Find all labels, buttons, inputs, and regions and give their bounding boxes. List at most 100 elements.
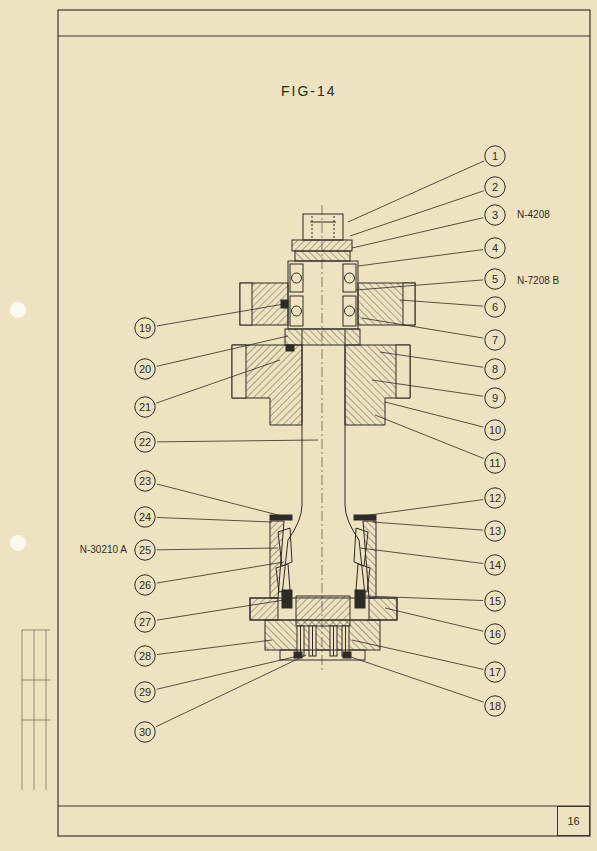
callout-number: 10: [489, 425, 501, 436]
leader-line: [157, 640, 272, 655]
callout-number: 25: [139, 545, 151, 556]
callout-number: 21: [139, 402, 151, 413]
callout-number: 7: [492, 335, 498, 346]
callout-circle: 18: [484, 695, 506, 717]
callout-number: 13: [489, 526, 501, 537]
callout-number: 16: [489, 629, 501, 640]
leader-line: [385, 608, 483, 631]
callout-number: 24: [139, 512, 151, 523]
callout-number: 28: [139, 651, 151, 662]
callout-circle: 29: [134, 681, 156, 703]
leader-line: [352, 218, 483, 248]
callout-circle: 25: [134, 539, 156, 561]
leader-line: [157, 517, 272, 522]
leader-line: [348, 161, 484, 222]
callout-circle: 2: [484, 176, 506, 198]
callout-number: 27: [139, 617, 151, 628]
callout-circle: 16: [484, 623, 506, 645]
callout-circle: 1: [484, 145, 506, 167]
leader-line: [157, 656, 298, 689]
callout-number: 1: [492, 151, 498, 162]
leader-line: [352, 640, 483, 669]
callout-number: 2: [492, 182, 498, 193]
leader-line: [157, 440, 318, 442]
leader-line: [157, 562, 284, 583]
callout-circle: 27: [134, 611, 156, 633]
callout-circle: 24: [134, 506, 156, 528]
callout-number: 6: [492, 302, 498, 313]
callout-circle: 13: [484, 520, 506, 542]
callout-number: 22: [139, 437, 151, 448]
callout-circle: 10: [484, 419, 506, 441]
callout-circle: 22: [134, 431, 156, 453]
leader-line: [157, 336, 288, 366]
callout-circle: 12: [484, 487, 506, 509]
callout-number: 20: [139, 364, 151, 375]
drawing-frame: [58, 10, 590, 836]
callout-circle: 3: [484, 204, 506, 226]
callout-number: 3: [492, 210, 498, 221]
callout-number: 18: [489, 701, 501, 712]
leader-line: [356, 280, 483, 290]
leader-line: [348, 656, 484, 702]
callout-number: 19: [139, 323, 151, 334]
callout-number: 11: [489, 458, 500, 469]
bearing-code: N-4208: [516, 210, 551, 220]
leader-line: [362, 500, 483, 516]
callout-number: 30: [139, 727, 151, 738]
callout-circle: 28: [134, 645, 156, 667]
callout-circle: 26: [134, 574, 156, 596]
callout-number: 29: [139, 687, 151, 698]
leader-line: [375, 415, 484, 459]
callout-circle: 5: [484, 268, 506, 290]
callout-number: 23: [139, 476, 151, 487]
callout-number: 8: [492, 364, 498, 375]
punch-hole: [10, 302, 26, 318]
leader-line: [350, 191, 484, 236]
callout-number: 5: [492, 274, 498, 285]
leader-line: [157, 600, 284, 620]
callout-circle: 17: [484, 661, 506, 683]
leader-line: [380, 352, 483, 367]
page-number-box: 16: [557, 806, 590, 836]
callout-circle: 23: [134, 470, 156, 492]
callout-circle: 20: [134, 358, 156, 380]
page-number: 16: [567, 816, 579, 827]
leader-line: [400, 300, 483, 306]
callout-circle: 8: [484, 358, 506, 380]
leader-line: [365, 596, 483, 601]
leader-line: [157, 304, 284, 326]
callout-circle: 30: [134, 721, 156, 743]
margin-stamp: [22, 630, 50, 790]
callout-circle: 21: [134, 396, 156, 418]
callout-number: 17: [489, 667, 501, 678]
leader-line: [372, 380, 483, 396]
leader-line: [362, 318, 483, 338]
leader-line: [156, 360, 280, 403]
callout-number: 15: [489, 596, 501, 607]
callout-number: 14: [489, 560, 501, 571]
shaft-assembly: [232, 214, 415, 660]
callout-circle: 7: [484, 329, 506, 351]
figure-title: FIG-14: [280, 84, 338, 98]
callout-circle: 9: [484, 387, 506, 409]
leader-line: [372, 522, 483, 530]
leader-lines: [156, 161, 484, 727]
callout-circle: 15: [484, 590, 506, 612]
callout-number: 26: [139, 580, 151, 591]
callout-circle: 19: [134, 317, 156, 339]
callout-circle: 6: [484, 296, 506, 318]
leader-line: [156, 655, 306, 727]
leader-line: [360, 548, 483, 564]
leader-line: [157, 484, 282, 516]
bearing-code: N-7208 B: [516, 276, 560, 286]
punch-hole: [10, 535, 26, 551]
callout-number: 4: [492, 243, 498, 254]
leader-line: [358, 250, 483, 266]
leader-line: [385, 402, 483, 427]
leader-line: [157, 548, 278, 550]
callout-circle: 4: [484, 237, 506, 259]
callout-number: 12: [489, 493, 501, 504]
bearing-code: N-30210 A: [79, 545, 128, 555]
